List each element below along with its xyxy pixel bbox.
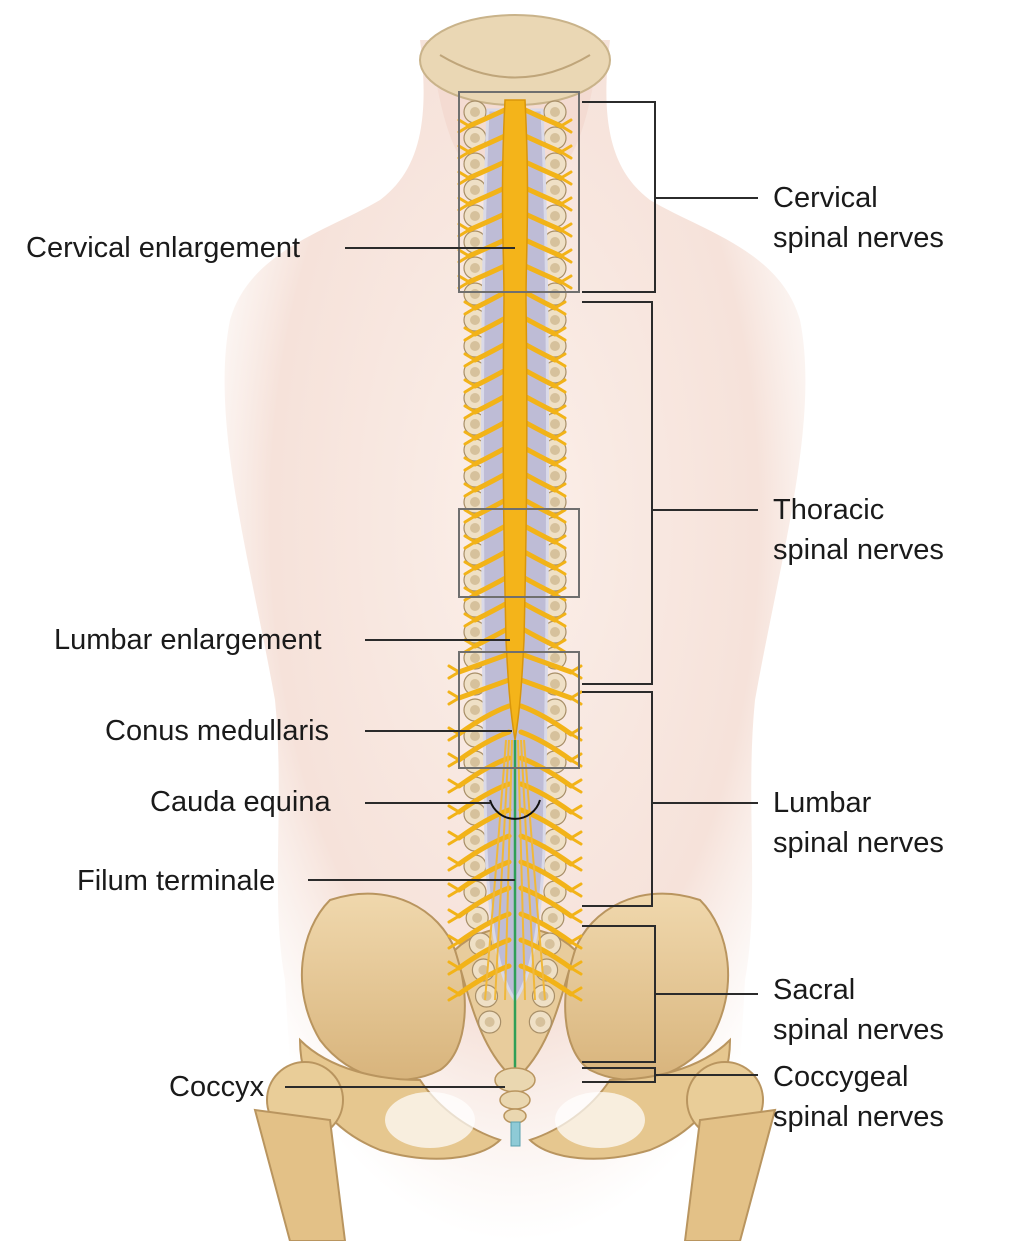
- label-sacral-line1: Sacral: [773, 974, 856, 1006]
- spinal-nerve-branch: [518, 781, 583, 820]
- spinal-nerve-branch: [447, 781, 512, 820]
- leader-lines-left: [285, 247, 515, 1088]
- cauda-equina-arc: [489, 799, 541, 820]
- vertebra-segment: [543, 204, 567, 228]
- vertebra-segment: [543, 724, 567, 748]
- spinal-nerve-branch: [447, 677, 512, 706]
- vertebra-segment: [543, 516, 567, 540]
- vertebra-segment: [463, 100, 487, 124]
- label-lumbar-spinal-nerves: Lumbar spinal nerves: [773, 783, 944, 863]
- cauda-equina-strand: [520, 739, 536, 1001]
- vertebra-segment: [478, 1010, 502, 1034]
- vertebra-segment: [463, 568, 487, 592]
- vertebra-segment: [543, 594, 567, 618]
- conus-medullaris-box: [458, 651, 580, 769]
- label-coccyx: Coccyx: [169, 1071, 265, 1103]
- spinal-nerve-branch: [518, 833, 583, 872]
- cauda-equina-strand: [494, 739, 510, 1001]
- vertebra-segment: [463, 178, 487, 202]
- cauda-equina-strand: [517, 739, 526, 1001]
- cervical-enlargement-box: [458, 91, 580, 293]
- label-coccygeal-spinal-nerves: Coccygeal spinal nerves: [773, 1057, 944, 1137]
- label-lumbar-line2: spinal nerves: [773, 827, 944, 859]
- spinal-nerve-branch: [447, 859, 512, 898]
- lumbar-enlargement-box: [458, 508, 580, 598]
- cauda-equina-strand: [504, 739, 513, 1001]
- vertebra-segment: [463, 256, 487, 280]
- vertebra-segment: [463, 698, 487, 722]
- spinal-nerve-branch: [518, 859, 583, 898]
- label-filum-terminale: Filum terminale: [77, 865, 276, 897]
- spinal-nerve-branch: [447, 885, 512, 924]
- spinal-nerve-branch: [518, 911, 583, 950]
- label-cervical-line1: Cervical: [773, 182, 878, 214]
- vertebra-segment: [463, 542, 487, 566]
- region-brackets: [582, 101, 758, 1083]
- label-cauda-equina: Cauda equina: [150, 786, 331, 818]
- label-sacral-spinal-nerves: Sacral spinal nerves: [773, 970, 944, 1050]
- cauda-equina-strand: [523, 739, 546, 1001]
- label-sacral-line2: spinal nerves: [773, 1014, 944, 1046]
- vertebra-segment: [543, 568, 567, 592]
- label-thoracic-spinal-nerves: Thoracic spinal nerves: [773, 490, 944, 570]
- spinal-nerve-branch: [518, 937, 583, 976]
- vertebra-segment: [543, 152, 567, 176]
- spinal-nerve-branch: [518, 885, 583, 924]
- label-lumbar-enlargement: Lumbar enlargement: [54, 624, 322, 656]
- vertebra-segment: [528, 1010, 552, 1034]
- vertebra-segment: [531, 984, 556, 1008]
- spinal-nerve-branch: [447, 651, 512, 680]
- vertebra-segment: [543, 542, 567, 566]
- label-thoracic-line2: spinal nerves: [773, 534, 944, 566]
- spinal-nerve-branch: [447, 729, 512, 768]
- spinal-nerve-branch: [447, 937, 512, 976]
- label-coccygeal-line2: spinal nerves: [773, 1101, 944, 1133]
- spinal-nerve-branch: [447, 833, 512, 872]
- vertebra-segment: [543, 412, 567, 436]
- cauda-equina-strand: [484, 739, 507, 1001]
- label-conus-medullaris: Conus medullaris: [105, 715, 330, 747]
- label-lumbar-line1: Lumbar: [773, 787, 872, 819]
- spinal-cord: [501, 99, 529, 741]
- label-coccygeal-line1: Coccygeal: [773, 1061, 909, 1093]
- vertebra-segment: [543, 100, 567, 124]
- vertebra-segment: [543, 438, 567, 462]
- label-cervical-line2: spinal nerves: [773, 222, 944, 254]
- vertebra-segment: [543, 880, 567, 904]
- label-cervical-enlargement: Cervical enlargement: [26, 232, 301, 264]
- label-cervical-spinal-nerves: Cervical spinal nerves: [773, 178, 944, 258]
- spinal-nerve-branch: [447, 911, 512, 950]
- label-thoracic-line1: Thoracic: [773, 494, 885, 526]
